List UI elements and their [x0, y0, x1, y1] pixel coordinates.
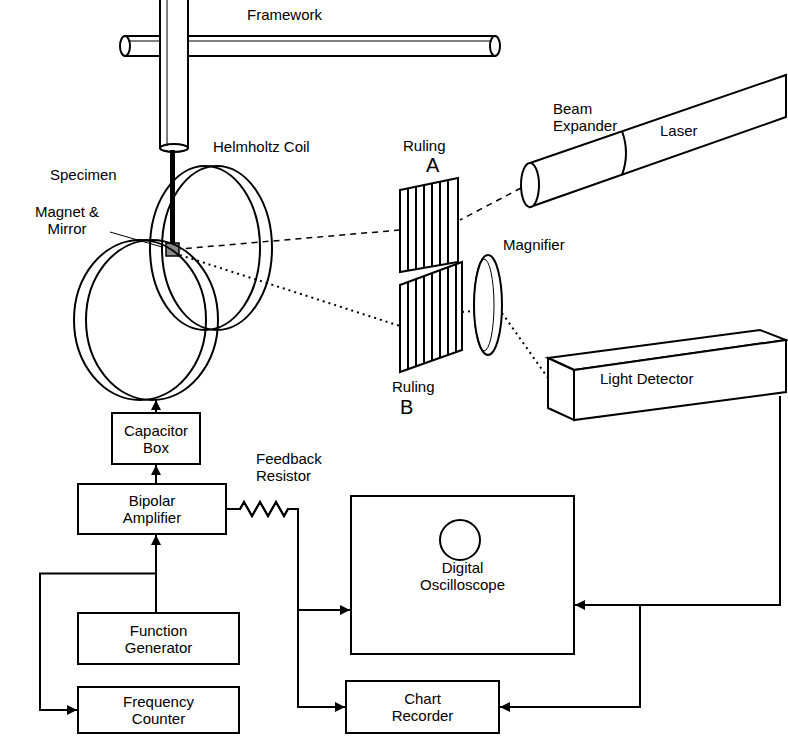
node-text: Bipolar Amplifier — [107, 492, 197, 526]
ruling-b — [400, 262, 462, 372]
process-box: Bipolar Amplifier — [77, 483, 227, 535]
detector-region: Light Detector — [548, 330, 786, 396]
arrow-head — [575, 600, 585, 610]
node-text: Chart Recorder — [378, 690, 468, 724]
process-box: Frequency Counter — [77, 686, 240, 734]
process-box: Capacitor Box — [111, 412, 201, 465]
part-letter: A — [426, 154, 439, 177]
wire-line — [227, 502, 350, 610]
screen-circle — [440, 520, 480, 560]
process-box: Chart Recorder — [345, 680, 500, 734]
part-label: Laser — [660, 122, 698, 139]
magnifier-lens — [474, 255, 502, 355]
part-label: Specimen — [50, 166, 117, 183]
part-label: Framework — [247, 6, 322, 23]
signal-wire — [500, 396, 780, 712]
laser-tube — [521, 75, 786, 207]
process-box: Function Generator — [77, 612, 240, 665]
signal-wire — [575, 396, 780, 610]
arrow-head — [500, 702, 510, 712]
node-text: Capacitor Box — [120, 422, 192, 456]
light-detector-drawing — [548, 330, 786, 420]
part-label: Magnifier — [503, 236, 565, 253]
signal-wire — [227, 502, 350, 615]
part-label: Beam Expander — [553, 100, 625, 134]
wire-line — [227, 502, 345, 707]
arrow-head — [67, 705, 77, 715]
arrow-head — [151, 535, 161, 545]
node-text: Digital Oscilloscope — [408, 559, 518, 593]
part-label: Feedback Resistor — [256, 450, 340, 484]
oscilloscope-box: Digital Oscilloscope — [350, 495, 575, 655]
node-text: Helmholtz Coil — [213, 138, 310, 156]
arrow-head — [340, 605, 350, 615]
signal-wire — [227, 502, 345, 712]
helmholtz-coil-drawing — [74, 166, 272, 400]
node-text: Function Generator — [114, 622, 204, 656]
arrow-head — [151, 400, 161, 410]
arrow-head — [151, 465, 161, 475]
node-text: Frequency Counter — [114, 693, 204, 727]
part-label: Ruling — [403, 137, 446, 154]
part-label: Ruling — [392, 378, 435, 395]
laser-beam — [180, 188, 521, 249]
framework-post — [160, 0, 188, 152]
part-letter: B — [400, 396, 413, 419]
signal-wire — [151, 400, 161, 412]
reflected-beam — [180, 255, 548, 378]
arrow-head — [335, 702, 345, 712]
wire-line — [575, 396, 780, 605]
ruling-a — [400, 178, 458, 272]
signal-wire — [151, 465, 161, 483]
wire-line — [500, 396, 780, 707]
part-label: Magnet & Mirror — [28, 203, 106, 237]
node-text: Light Detector — [600, 370, 693, 388]
